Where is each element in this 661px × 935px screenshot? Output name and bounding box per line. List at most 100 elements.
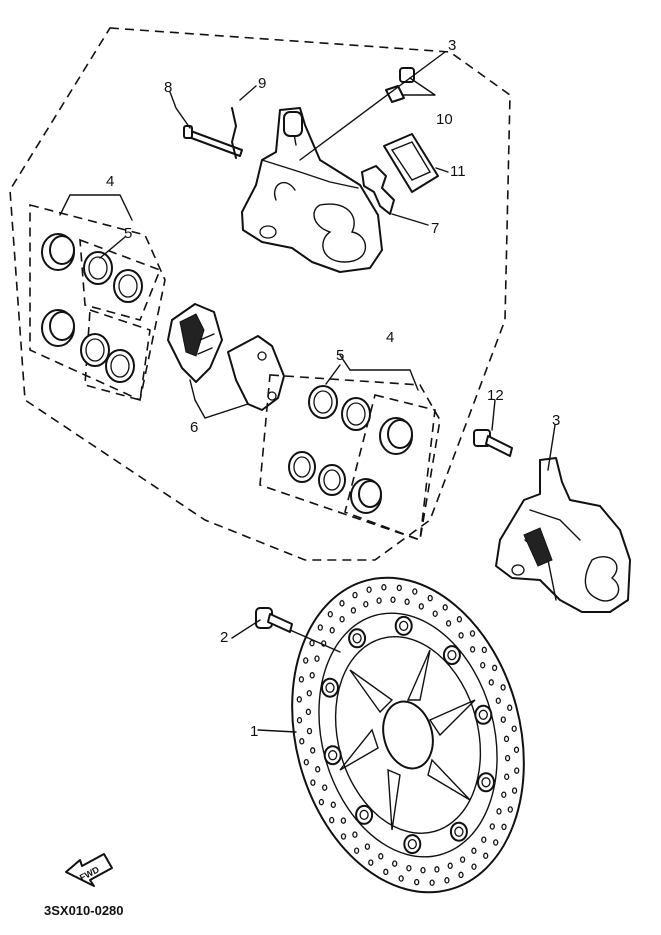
disc-rivet [442,645,461,666]
disc-hole [406,864,412,872]
disc-rivet [323,745,342,766]
callout-12: 12 [487,387,504,404]
disc-hole [368,859,374,866]
disc-hole [456,616,463,623]
disc-rivet [474,704,493,725]
pad-pin [183,125,243,157]
disc-hole [340,817,347,824]
callout-2: 2 [220,629,228,646]
disc-hole [364,843,371,850]
disc-hole [507,704,513,712]
disc-hole [350,607,357,614]
disc-hole [481,646,487,654]
disc-hole [305,708,312,716]
disc-hole [339,615,345,623]
disc-hole [500,716,506,723]
disc-hole [458,871,464,879]
callout-5-right: 5 [336,347,344,364]
disc-hole [511,787,518,794]
callout-1: 1 [250,723,258,740]
disc-hole [414,878,420,886]
caliper-upper [241,107,383,273]
callout-9: 9 [258,75,266,92]
disc-hole [427,594,433,602]
callout-5-left: 5 [124,225,132,242]
callout-3-assembly: 3 [552,412,560,429]
pin-clip [231,107,237,159]
disc-hole [445,620,452,627]
brake-disc [291,576,525,894]
disc-hole [420,866,426,874]
disc-hole [469,646,476,653]
disc-hole [303,758,309,766]
disc-hole [459,856,466,863]
disc-hole [432,610,438,617]
disc-hole [329,816,335,824]
disc-hole [491,664,498,672]
disc-hole [322,784,328,791]
disc-hole [483,852,489,860]
disc-hole [442,604,448,611]
disc-hole [504,773,510,781]
disc-rivet [394,615,413,636]
disc-hole [327,610,333,618]
pad-spring [361,165,395,215]
disc-hole [496,808,502,815]
disc-hole [503,735,510,743]
disc-hole [418,603,424,610]
piston-kit-left [29,203,166,402]
disc-hole [501,791,507,798]
callout-4-right: 4 [386,329,394,346]
disc-hole [381,584,387,591]
disc-rivet [355,804,374,825]
callout-6: 6 [190,419,198,436]
disc-hole [493,839,499,846]
figure-code: 3SX010-0280 [44,903,124,918]
disc-hole [383,868,389,876]
disc-hole [481,836,487,843]
disc-hole [296,696,302,703]
disc-hole [488,679,494,686]
disc-hole [412,588,418,595]
disc-hole [390,596,396,604]
disc-hole [306,689,312,697]
disc-hole [352,831,358,838]
disc-spokes [339,649,476,831]
piston-kit-right [259,374,441,542]
disc-hole [514,767,520,774]
caliper-kit-outline [9,27,511,561]
disc-hole [366,586,372,593]
callout-8: 8 [164,79,172,96]
disc-hole [471,847,477,855]
callout-4-left: 4 [106,173,114,190]
disc-hole [298,676,305,683]
disc-hole [469,630,476,637]
pad-support-clip [383,133,439,193]
callout-10: 10 [436,111,453,128]
disc-hole [310,779,316,786]
disc-rivet [477,772,495,793]
disc-hole [504,754,511,762]
disc-hole [500,684,506,691]
disc-hole [378,853,384,860]
forward-arrow-icon: FWD [65,853,113,887]
disc-hole [315,766,321,773]
disc-hole [329,627,335,634]
disc-hole [495,697,501,704]
disc-hole [306,727,313,735]
disc-hole [447,862,453,870]
disc-hole [429,879,435,886]
disc-hole [404,598,410,606]
disc-hole [352,591,358,599]
disc-rivet [321,677,339,698]
callout-11: 11 [450,163,466,180]
disc-hole [314,655,320,662]
disc-hole [511,725,517,732]
callout-labels: 1 2 3 3 4 4 5 5 6 7 8 9 10 11 12 [106,37,560,740]
disc-hole [317,624,323,631]
disc-hole [363,600,369,608]
disc-hole [392,860,398,867]
disc-hole [303,657,309,664]
disc-holes [296,584,520,886]
